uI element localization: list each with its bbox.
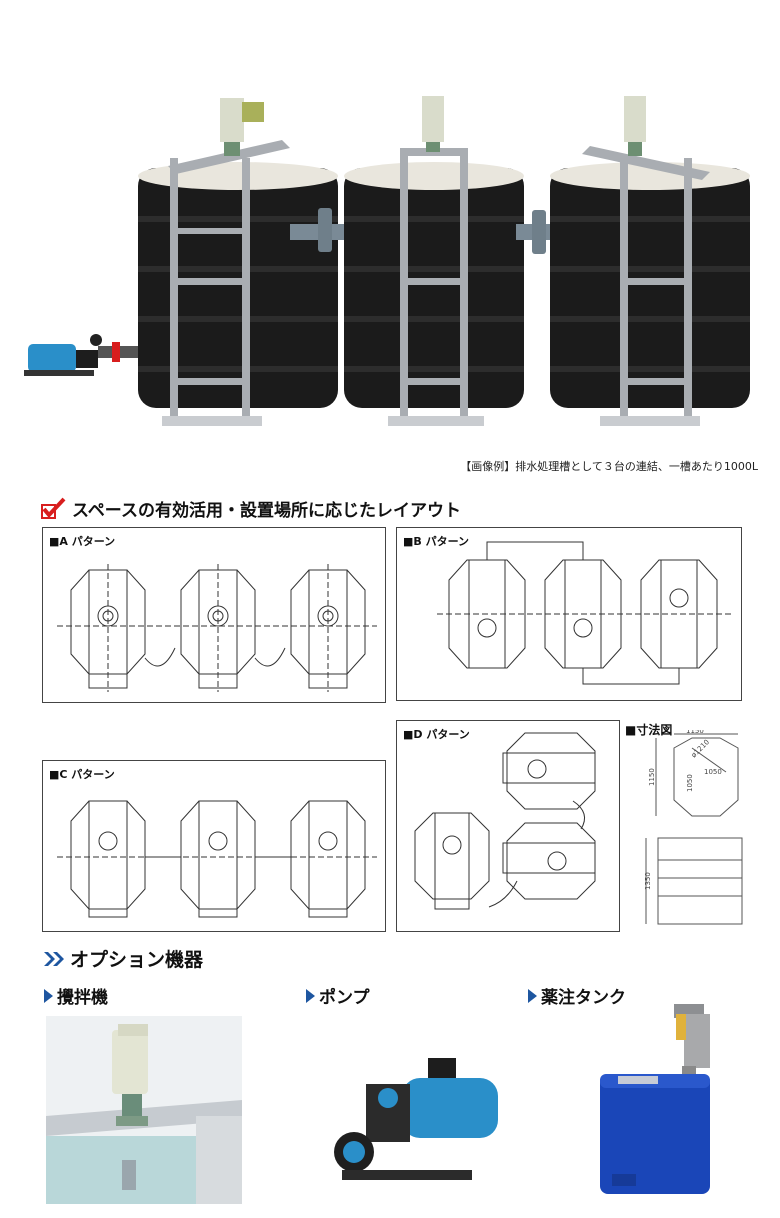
pattern-a-drawing bbox=[57, 564, 377, 692]
dim-inner-w: 1050 bbox=[704, 768, 722, 776]
dimensions-label: ■寸法図 bbox=[625, 723, 673, 737]
pattern-b-drawing bbox=[437, 541, 733, 685]
arrow-icon bbox=[44, 988, 53, 1003]
options-heading-text: オプション機器 bbox=[70, 949, 204, 971]
option-pump-title: ポンプ bbox=[306, 983, 370, 1008]
layout-heading-text: スペースの有効活用・設置場所に応じたレイアウト bbox=[72, 500, 461, 521]
connector-pipe-1 bbox=[290, 208, 346, 252]
arrow-icon bbox=[306, 988, 315, 1003]
pattern-b-label: ■B パターン bbox=[403, 535, 470, 548]
mixer-photo bbox=[46, 1016, 242, 1204]
layout-heading: スペースの有効活用・設置場所に応じたレイアウト bbox=[40, 496, 461, 521]
pattern-a-label: ■A パターン bbox=[49, 535, 116, 548]
option-chem-tank-title: 薬注タンク bbox=[528, 983, 626, 1008]
option-mixer-title: 攪拌機 bbox=[44, 983, 108, 1008]
tank-3 bbox=[550, 96, 750, 426]
pattern-d-label: ■D パターン bbox=[403, 728, 470, 741]
pump-photo bbox=[334, 1058, 498, 1180]
tank-1 bbox=[138, 98, 338, 426]
dim-height: 1350 bbox=[644, 872, 652, 890]
pump-photo-small bbox=[24, 334, 148, 376]
pattern-d-panel: ■D パターン bbox=[396, 720, 620, 932]
dimension-drawing: 1150 ø1210 1050 1150 1050 1350 bbox=[644, 730, 743, 925]
pattern-c-drawing bbox=[57, 800, 377, 918]
chem-tank-photo bbox=[600, 1004, 710, 1194]
pattern-d-drawing bbox=[414, 732, 596, 910]
dim-top-width: 1150 bbox=[686, 730, 704, 735]
pattern-b-panel: ■B パターン bbox=[396, 527, 742, 701]
dim-side-height: 1150 bbox=[648, 768, 656, 786]
photo-caption: 【画像例】排水処理槽として３台の連結、一槽あたり1000L bbox=[460, 460, 758, 473]
tank-2 bbox=[344, 96, 524, 426]
options-heading: オプション機器 bbox=[44, 945, 203, 972]
double-chevron-icon bbox=[44, 951, 64, 966]
pattern-a-panel: ■A パターン bbox=[42, 527, 386, 703]
pattern-c-panel: ■C パターン bbox=[42, 760, 386, 932]
arrow-icon bbox=[528, 988, 537, 1003]
red-check-icon bbox=[41, 497, 66, 519]
dim-inner-h: 1050 bbox=[686, 774, 694, 792]
pattern-c-label: ■C パターン bbox=[49, 768, 115, 781]
tank-array-photo bbox=[24, 96, 750, 426]
